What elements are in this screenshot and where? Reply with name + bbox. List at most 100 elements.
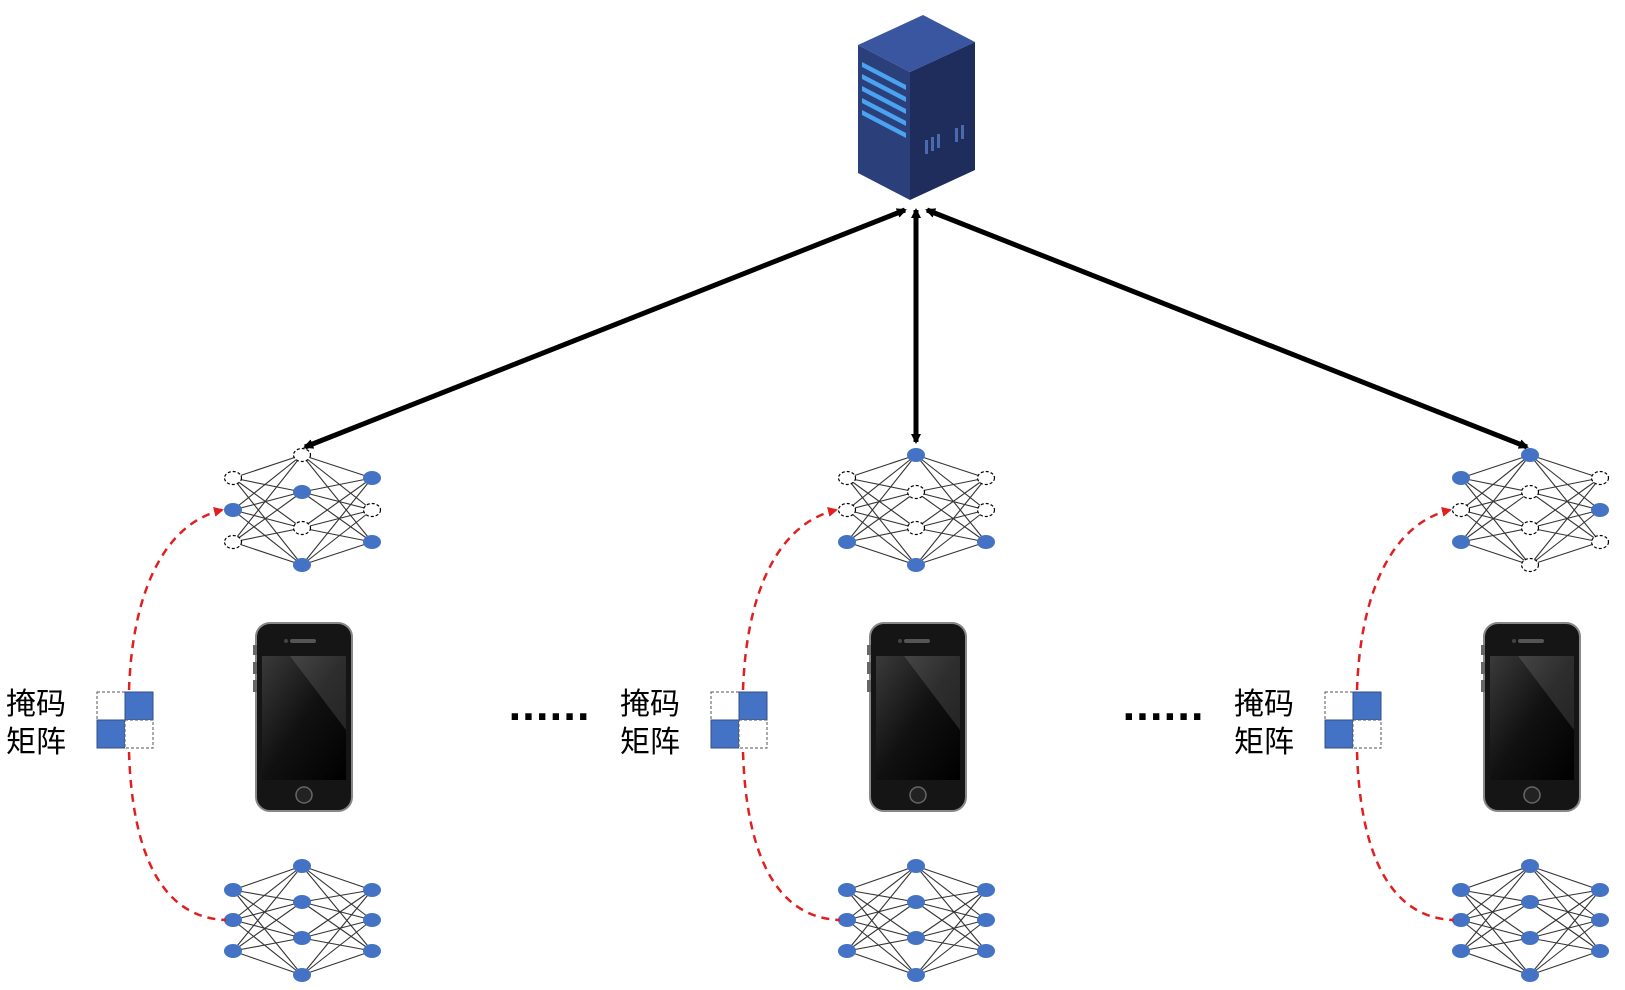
client-group: 掩码矩阵...... [6,447,590,982]
network-edge [915,919,987,976]
network-edge [232,477,303,566]
network-edge [1460,889,1531,976]
active-neuron [1452,883,1470,897]
network-edge [232,509,303,566]
network-edge [915,454,987,511]
active-neuron [838,944,856,958]
network-edge [301,454,373,543]
network-edge [915,889,987,903]
network-edge [915,865,987,952]
smartphone-icon [253,622,353,812]
network-edge [1529,919,1601,976]
ellipsis-separator: ...... [1122,688,1204,729]
mask-apply-link [741,507,838,691]
network-edge [1460,454,1531,479]
active-neuron [907,895,925,909]
network-edge [915,491,987,543]
network-edge [301,889,373,939]
network-edge [1529,865,1601,891]
network-edge [301,865,373,891]
mask-cell-on [738,691,768,721]
masked-neuron [223,470,243,486]
network-edge [301,491,373,543]
masked-neuron [1520,520,1540,536]
masked-neuron [976,502,996,518]
network-edge [301,950,373,976]
active-neuron [293,968,311,982]
active-neuron [363,535,381,549]
network-edge [301,454,373,479]
network-edge [232,937,303,952]
network-edge [1460,889,1531,903]
mask-cell-on [96,719,126,749]
network-edge [915,865,987,921]
network-edge [1529,491,1601,543]
network-edge [232,901,303,952]
network-edge [301,454,373,511]
network-edge [915,901,987,921]
active-neuron [363,471,381,485]
active-neuron [907,558,925,572]
network-edge [846,889,917,939]
full-network [224,859,381,982]
network-edge [915,937,987,952]
active-neuron [293,895,311,909]
active-neuron [224,944,242,958]
active-neuron [977,913,995,927]
network-edge [846,889,917,903]
network-edge [1460,919,1531,976]
network-edge [846,454,917,511]
upload-download-arrows [303,207,1529,450]
network-edge [232,865,303,891]
network-edge [846,454,917,479]
network-edge [846,509,917,529]
network-edge [846,919,917,976]
network-edge [846,950,917,976]
network-edge [846,937,917,952]
network-edge [915,477,987,529]
network-edge [232,509,303,529]
active-neuron [977,944,995,958]
mask-cell-on [124,691,154,721]
mask-cell-off [710,691,740,721]
network-edge [1460,541,1531,566]
active-neuron [293,931,311,945]
active-neuron [293,485,311,499]
active-neuron [838,913,856,927]
network-edge [915,889,987,939]
network-edge [232,865,303,921]
network-edge [232,889,303,976]
network-edge [1460,889,1531,939]
network-edge [1529,889,1601,976]
mask-source-link [741,751,841,922]
network-edge [232,950,303,976]
mask-cell-off [1324,691,1354,721]
network-edge [301,919,373,939]
network-edge [232,541,303,566]
network-edge [1529,865,1601,921]
network-edge [1460,509,1531,566]
mask-label-line1: 掩码 [1234,687,1294,722]
network-edge [1529,937,1601,952]
active-neuron [224,913,242,927]
mask-label-line1: 掩码 [620,687,680,722]
full-network [838,859,995,982]
network-edge [1529,865,1601,952]
network-edge [846,491,917,511]
active-neuron [224,883,242,897]
ellipsis-separator: ...... [508,688,590,729]
network-edge [915,889,987,976]
network-edge [232,454,303,543]
network-edge [846,541,917,566]
network-edge [301,901,373,952]
network-edge [1460,477,1531,529]
network-edge [915,477,987,493]
network-edge [301,889,373,903]
network-edge [1460,454,1531,511]
network-edge [915,477,987,566]
masked-neuron [1520,484,1540,500]
network-edge [1529,950,1601,976]
